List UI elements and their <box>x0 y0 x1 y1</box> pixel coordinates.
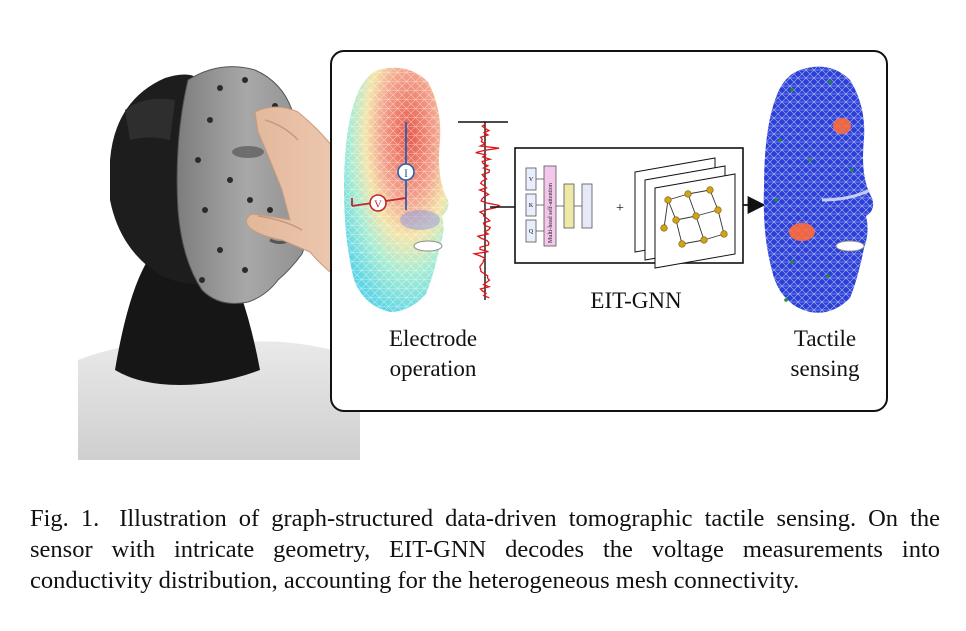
svg-text:K: K <box>529 203 534 209</box>
electrode-face-heatmap <box>344 67 449 312</box>
graph-layers <box>634 157 736 269</box>
svg-text:I: I <box>404 166 408 180</box>
robot-head-photo <box>78 66 390 460</box>
svg-text:Q: Q <box>529 229 534 235</box>
eit-gnn-block: V K Q Multi-head self-attention + <box>514 147 744 269</box>
caption-text: Illustration of graph-structured data-dr… <box>30 505 940 594</box>
tactile-sensing-label: Tactile sensing <box>790 326 860 381</box>
plus-symbol: + <box>616 201 624 216</box>
figure-number: Fig. 1. <box>30 505 100 532</box>
figure: I V V K Q <box>78 50 888 460</box>
voltmeter-icon: V <box>369 194 387 212</box>
svg-text:V: V <box>374 199 382 211</box>
touch-region <box>789 223 815 241</box>
tactile-face-mesh <box>763 66 874 313</box>
pipeline-diagram: I V V K Q <box>344 66 874 313</box>
eit-gnn-label: EIT-GNN <box>590 288 682 313</box>
figure-caption: Fig. 1.Illustration of graph-structured … <box>30 503 940 596</box>
electrode-operation-label: Electrode operation <box>388 326 478 381</box>
voltage-signal <box>458 121 515 300</box>
svg-text:Multi-head self-attention: Multi-head self-attention <box>547 183 554 243</box>
svg-text:V: V <box>529 177 534 183</box>
touch-region <box>833 118 851 134</box>
current-source-icon: I <box>397 163 415 181</box>
attention-module: V K Q Multi-head self-attention <box>525 165 593 247</box>
